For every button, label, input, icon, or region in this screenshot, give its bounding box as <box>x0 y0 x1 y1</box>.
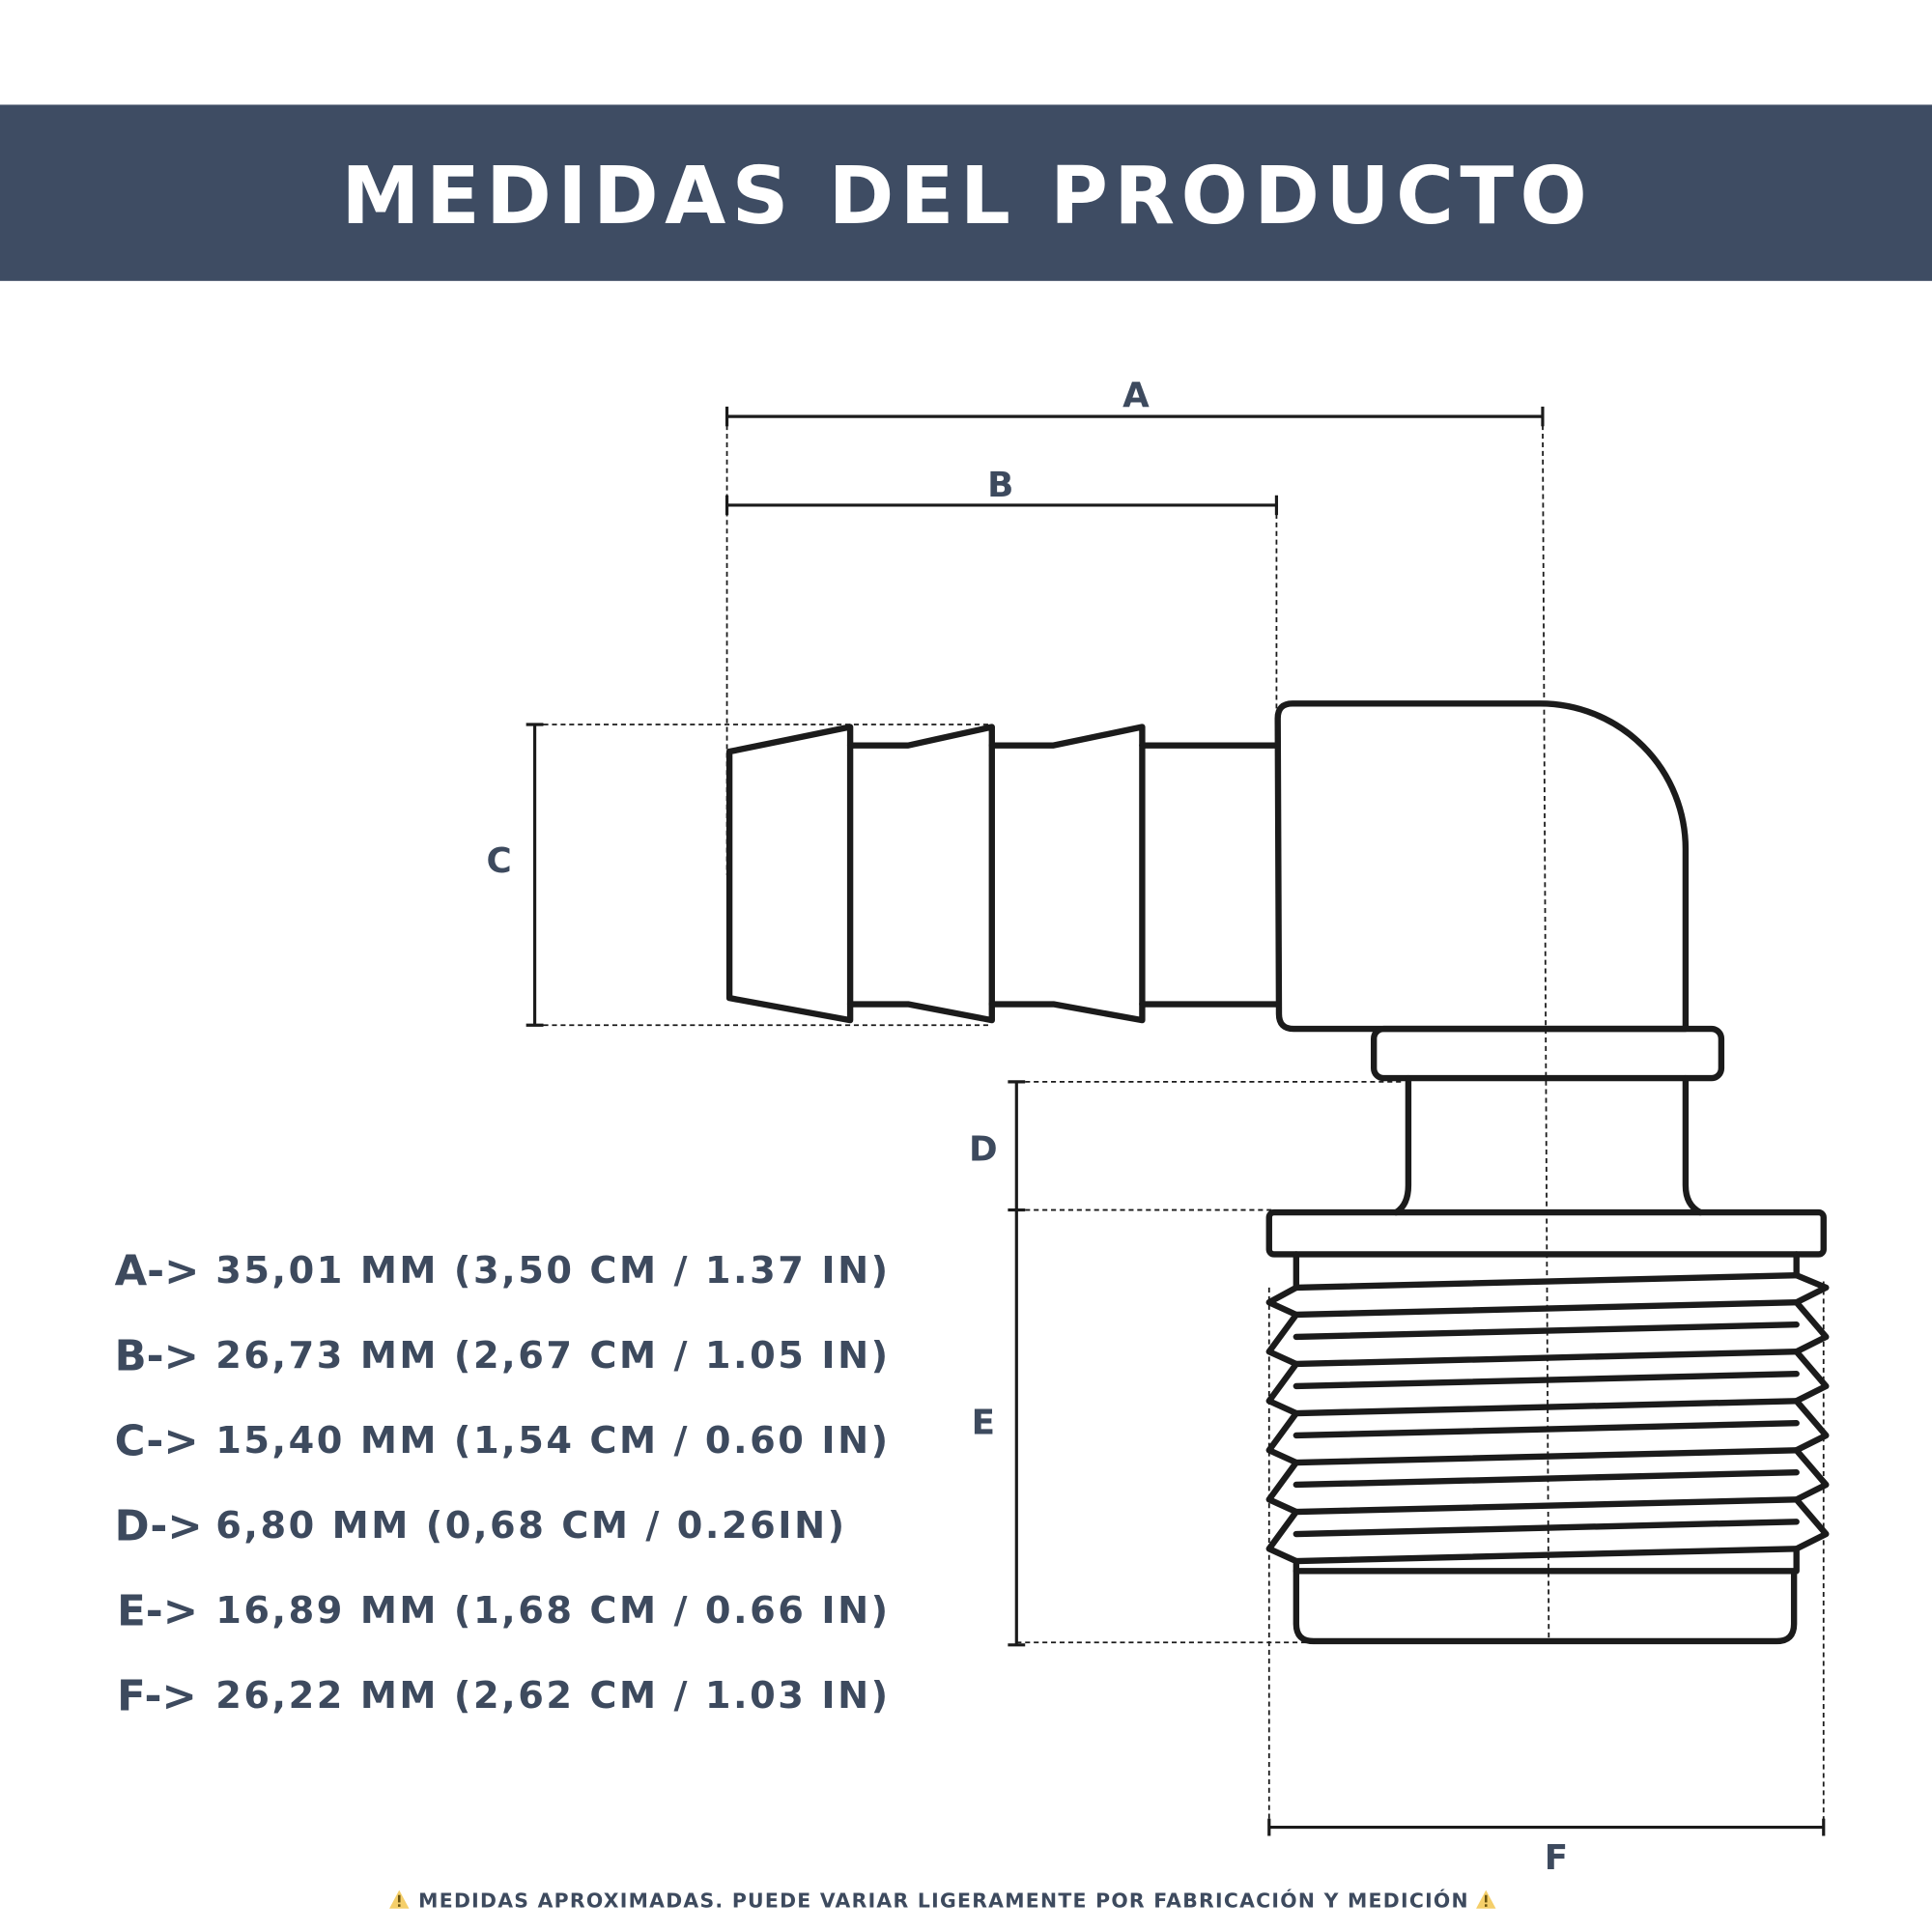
thread-ridge <box>1293 1519 1800 1538</box>
measurement-value: 15,40 MM (1,54 CM / 0.60 IN) <box>215 1419 891 1463</box>
dim-label-d: D <box>969 1130 998 1170</box>
dim-label-e: E <box>972 1404 995 1443</box>
header-band <box>0 104 1932 281</box>
thread-ridge <box>1293 1371 1800 1390</box>
measurement-key: C-> <box>115 1417 199 1465</box>
thread <box>1265 1251 1830 1575</box>
thread-ridge <box>1293 1496 1800 1516</box>
dim-label-a: A <box>1122 376 1150 415</box>
measurement-value: 26,73 MM (2,67 CM / 1.05 IN) <box>215 1334 891 1378</box>
measurement-value: 35,01 MM (3,50 CM / 1.37 IN) <box>215 1249 891 1293</box>
dimension-lines <box>526 406 1826 1836</box>
footer-note: MEDIDAS APROXIMADAS. PUEDE VARIAR LIGERA… <box>389 1888 1496 1912</box>
measurement-key: F-> <box>117 1672 197 1720</box>
dim-label-c: C <box>486 841 511 881</box>
measurement-list: A-> 35,01 MM (3,50 CM / 1.37 IN) B-> 26,… <box>115 1247 891 1720</box>
measurement-key: E-> <box>117 1587 198 1635</box>
dim-label-b: B <box>987 466 1013 505</box>
collar <box>1371 1025 1725 1082</box>
thread-ridge <box>1293 1398 1800 1417</box>
measurement-key: A-> <box>115 1247 200 1295</box>
measurement-value: 26,22 MM (2,62 CM / 1.03 IN) <box>215 1674 891 1718</box>
thread-base <box>1293 1568 1798 1645</box>
measurement-key: D-> <box>115 1502 203 1550</box>
elbow-body <box>1274 700 1690 1033</box>
measurement-value: 16,89 MM (1,68 CM / 0.66 IN) <box>215 1589 891 1633</box>
warning-icon <box>1476 1889 1496 1909</box>
thread-ridge <box>1293 1447 1800 1466</box>
measurement-value: 6,80 MM (0,68 CM / 0.26IN) <box>215 1504 846 1548</box>
measurement-key: B-> <box>115 1332 199 1380</box>
warning-icon <box>389 1889 410 1909</box>
dim-label-f: F <box>1545 1838 1568 1878</box>
thread-ridge <box>1293 1349 1800 1368</box>
hose-barb <box>725 724 1281 1024</box>
fitting-drawing <box>725 700 1830 1645</box>
thread-profile <box>1793 1251 1830 1575</box>
neck <box>1392 1074 1704 1216</box>
thread-ridge <box>1293 1420 1800 1439</box>
thread-profile <box>1265 1251 1300 1575</box>
thread-ridge <box>1293 1321 1800 1341</box>
thread-ridge <box>1293 1546 1800 1565</box>
footer-text: MEDIDAS APROXIMADAS. PUEDE VARIAR LIGERA… <box>418 1888 1469 1912</box>
page-title: MEDIDAS DEL PRODUCTO <box>341 151 1593 242</box>
thread-ridge <box>1293 1469 1800 1489</box>
